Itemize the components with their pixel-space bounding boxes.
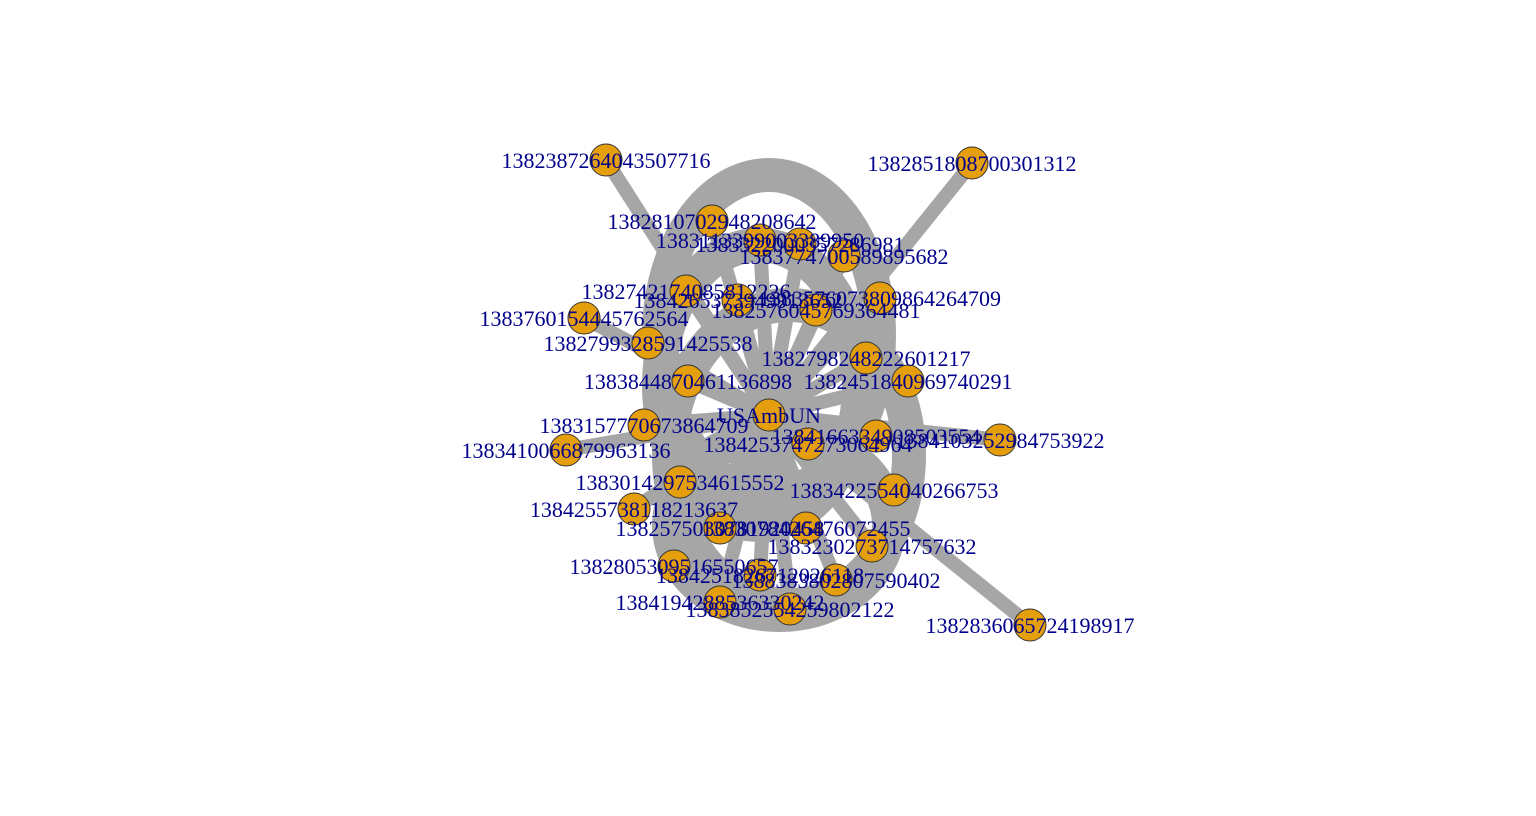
- node-n10[interactable]: [567, 301, 601, 335]
- node-label-USAmbUN: USAmbUN: [717, 403, 821, 428]
- node-n19[interactable]: [983, 423, 1017, 457]
- node-n7[interactable]: [669, 274, 703, 308]
- node-n28[interactable]: [743, 558, 777, 592]
- node-n13[interactable]: [849, 341, 883, 375]
- node-label-n11: 1382576045769364481: [712, 298, 921, 323]
- node-label-n13: 1382798248222601217: [762, 346, 971, 371]
- node-label-n30: 1384194288536330242: [616, 590, 825, 615]
- node-label-n22: 1383422554040266753: [790, 478, 999, 503]
- node-n8[interactable]: [721, 283, 755, 317]
- node-n1[interactable]: [589, 143, 623, 177]
- node-label-n19: 1384103252984753922: [896, 428, 1105, 453]
- node-label-n18: 1384253747273064964: [704, 432, 913, 457]
- node-n15[interactable]: [891, 364, 925, 398]
- node-n6[interactable]: [827, 239, 861, 273]
- node-label-n5: 1383322000357286981: [696, 232, 905, 257]
- node-n9[interactable]: [863, 281, 897, 315]
- node-label-n10: 1383760154445762564: [480, 306, 689, 331]
- node-label-n4: 1383113399003389950: [656, 228, 864, 253]
- node-label-n25: 1383078426476072455: [702, 516, 911, 541]
- nodes-layer: [549, 143, 1047, 642]
- node-n22[interactable]: [877, 473, 911, 507]
- node-n18[interactable]: [791, 427, 825, 461]
- node-n5[interactable]: [783, 227, 817, 261]
- node-n30[interactable]: [703, 585, 737, 619]
- node-n24[interactable]: [703, 511, 737, 545]
- node-label-n26: 1383230273714757632: [768, 534, 977, 559]
- labels-layer: USAmbUN 1382387264043507716 13828518087003…: [462, 148, 1135, 638]
- node-n12[interactable]: [631, 326, 665, 360]
- node-n26[interactable]: [855, 529, 889, 563]
- node-n17[interactable]: [859, 419, 893, 453]
- node-label-n2: 1382851808700301312: [868, 151, 1077, 176]
- node-label-n24: 1382575030781920458: [616, 516, 825, 541]
- node-label-n12: 1382799328591425538: [544, 331, 753, 356]
- node-n3[interactable]: [695, 204, 729, 238]
- edge-n23-USAmbUN: [630, 409, 773, 515]
- node-label-n23: 1384255738118213637: [530, 497, 738, 522]
- edge-n11-USAmbUN: [762, 307, 823, 418]
- edge-n15-USAmbUN: [767, 374, 910, 422]
- node-label-n27: 1382805309516550657: [570, 554, 779, 579]
- node-label-n3: 1382810702948208642: [608, 209, 817, 234]
- node-label-n1: 1382387264043507716: [502, 148, 711, 173]
- node-USAmbUN[interactable]: [752, 398, 786, 432]
- node-n4[interactable]: [743, 223, 777, 257]
- edge-n7-USAmbUN: [680, 287, 775, 419]
- node-label-n15: 1382451840969740291: [804, 369, 1013, 394]
- node-n23[interactable]: [617, 492, 651, 526]
- node-n31[interactable]: [773, 592, 807, 626]
- node-label-n6: 1383774700589895682: [740, 244, 949, 269]
- node-label-n31: 1383852554259802122: [686, 597, 895, 622]
- node-n32[interactable]: [1013, 608, 1047, 642]
- edge-n31-USAmbUN: [762, 414, 797, 610]
- node-label-n7: 1382742174085812226: [582, 279, 791, 304]
- edge-n30-USAmbUN: [713, 413, 776, 604]
- node-label-n8: 1384265373949913652: [634, 288, 843, 313]
- edge-n29-USAmbUN: [762, 412, 843, 583]
- node-n16[interactable]: [627, 408, 661, 442]
- node-label-n20: 1383410066879963136: [462, 438, 671, 463]
- node-label-n21: 1383014297534615552: [576, 470, 785, 495]
- node-label-n9: 1383576073809864264709: [759, 286, 1001, 311]
- node-n27[interactable]: [657, 549, 691, 583]
- edge-n9-USAmbUN: [763, 293, 886, 420]
- node-label-n16: 1383157770673864709: [540, 413, 749, 438]
- node-label-n28: 1384251826712026118: [656, 563, 864, 588]
- edge-n20-USAmbUN: [564, 408, 771, 457]
- node-label-n32: 1382836065724198917: [926, 613, 1135, 638]
- node-n21[interactable]: [663, 465, 697, 499]
- node-label-n29: 1388383802807590402: [732, 568, 941, 593]
- node-label-n14: 1383844870461136898: [584, 369, 792, 394]
- node-n2[interactable]: [955, 146, 989, 180]
- edge-n8-USAmbUN: [731, 298, 776, 417]
- node-n11[interactable]: [799, 293, 833, 327]
- edge-n27-USAmbUN: [668, 411, 775, 570]
- node-n14[interactable]: [671, 364, 705, 398]
- node-n20[interactable]: [549, 433, 583, 467]
- node-n29[interactable]: [819, 563, 853, 597]
- node-label-n17: 1384166334908503554: [772, 424, 981, 449]
- node-n25[interactable]: [789, 511, 823, 545]
